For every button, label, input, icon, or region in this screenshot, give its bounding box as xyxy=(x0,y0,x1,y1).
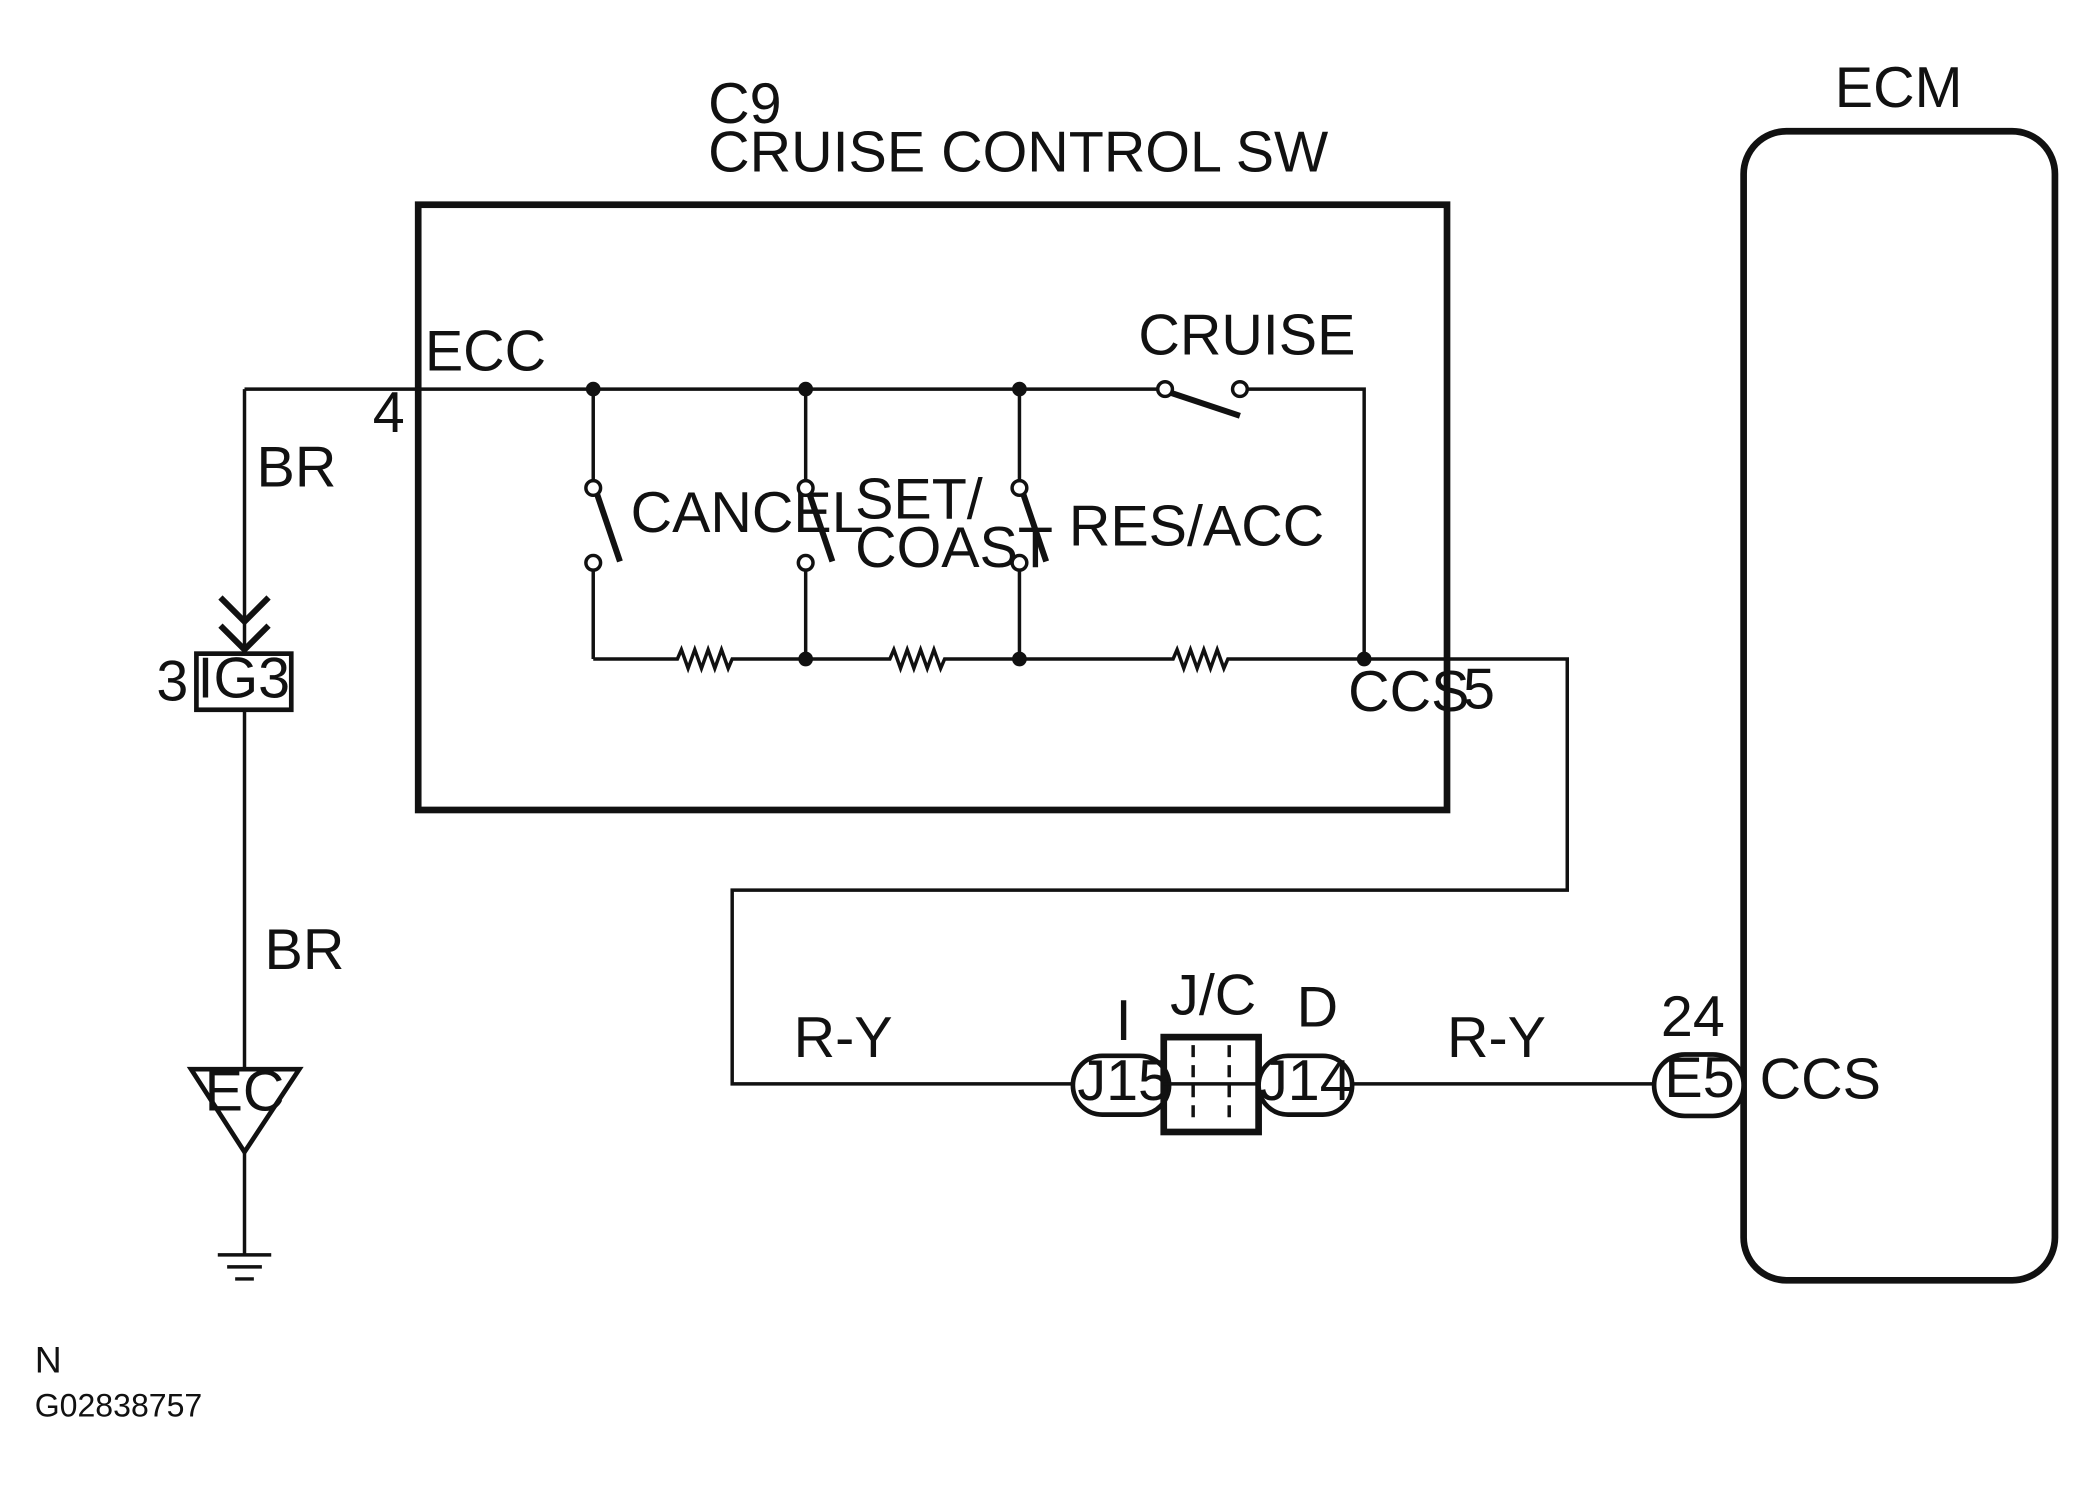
junction-left-pin-label: I xyxy=(1116,989,1132,1053)
ground-point-triangle xyxy=(186,1066,304,1157)
cruise-return-wire xyxy=(1239,387,1366,659)
ecm-name-label: ECM xyxy=(1835,56,1963,120)
power-ground-branch: BR IG3 3 BR EC xyxy=(156,389,345,1281)
junction-dashed-lines xyxy=(1191,1045,1231,1123)
cancel-switch-label: CANCEL xyxy=(631,481,864,545)
res-acc-switch: RES/ACC xyxy=(1010,389,1324,659)
switch-box-outline xyxy=(414,201,1451,814)
component-name-label: CRUISE CONTROL SW xyxy=(708,120,1329,184)
figure-id: G02838757 xyxy=(35,1388,203,1424)
ecm-pin-number: 24 xyxy=(1661,985,1725,1049)
junction-dot xyxy=(585,381,601,397)
connector-chevron-icon xyxy=(218,595,271,626)
set-coast-label-line1: SET/ xyxy=(855,468,983,532)
resistor-ladder xyxy=(593,644,1569,1086)
junction-connector: J/C I D J15 J14 R-Y R-Y xyxy=(794,963,1655,1136)
junction-dot xyxy=(1356,651,1372,667)
res-acc-switch-label: RES/ACC xyxy=(1069,494,1324,558)
cruise-control-switch-assembly: C9 CRUISE CONTROL SW ECC 4 CCS 5 CRUISE … xyxy=(244,72,1569,1086)
ig3-connector-label: IG3 xyxy=(198,647,291,711)
ecc-pin-label: ECC xyxy=(425,319,546,383)
ground-point-label: EC xyxy=(205,1060,285,1124)
wire-color-ry-right: R-Y xyxy=(1447,1006,1546,1070)
ccs-pin-number: 5 xyxy=(1463,657,1495,721)
ecm-outline xyxy=(1740,127,2059,1284)
ig3-pin-number: 3 xyxy=(156,649,188,713)
junction-dot xyxy=(1012,381,1027,397)
wire-color-upper: BR xyxy=(257,436,337,500)
connector-chevron-icon xyxy=(218,623,271,654)
wire-color-ry-left: R-Y xyxy=(794,1006,893,1070)
ground-icon xyxy=(217,1253,272,1281)
set-coast-switch: SET/ COAST xyxy=(796,389,1053,659)
ecc-pin-number: 4 xyxy=(373,381,405,445)
ecm-module: ECM E5 24 CCS xyxy=(1651,56,2059,1284)
cruise-switch-label: CRUISE xyxy=(1138,303,1355,367)
e5-connector xyxy=(1651,1052,1746,1119)
footer-code: N xyxy=(35,1338,62,1380)
junction-right-pin-label: D xyxy=(1297,975,1338,1039)
junction-dot xyxy=(798,381,814,397)
ccs-signal-wire xyxy=(593,644,1569,1086)
j15-connector-label: J15 xyxy=(1077,1049,1170,1113)
component-code-label: C9 xyxy=(708,72,781,136)
ccs-pin-label: CCS xyxy=(1348,660,1469,724)
cruise-switch: CRUISE xyxy=(1138,303,1355,419)
j14-connector-label: J14 xyxy=(1259,1049,1352,1113)
junction-dot xyxy=(1012,651,1027,667)
junction-dot xyxy=(798,651,814,667)
e5-connector-label: E5 xyxy=(1664,1046,1734,1110)
junction-name-label: J/C xyxy=(1170,963,1256,1027)
wire-color-lower: BR xyxy=(265,918,345,982)
ecm-pin-name: CCS xyxy=(1760,1048,1881,1112)
